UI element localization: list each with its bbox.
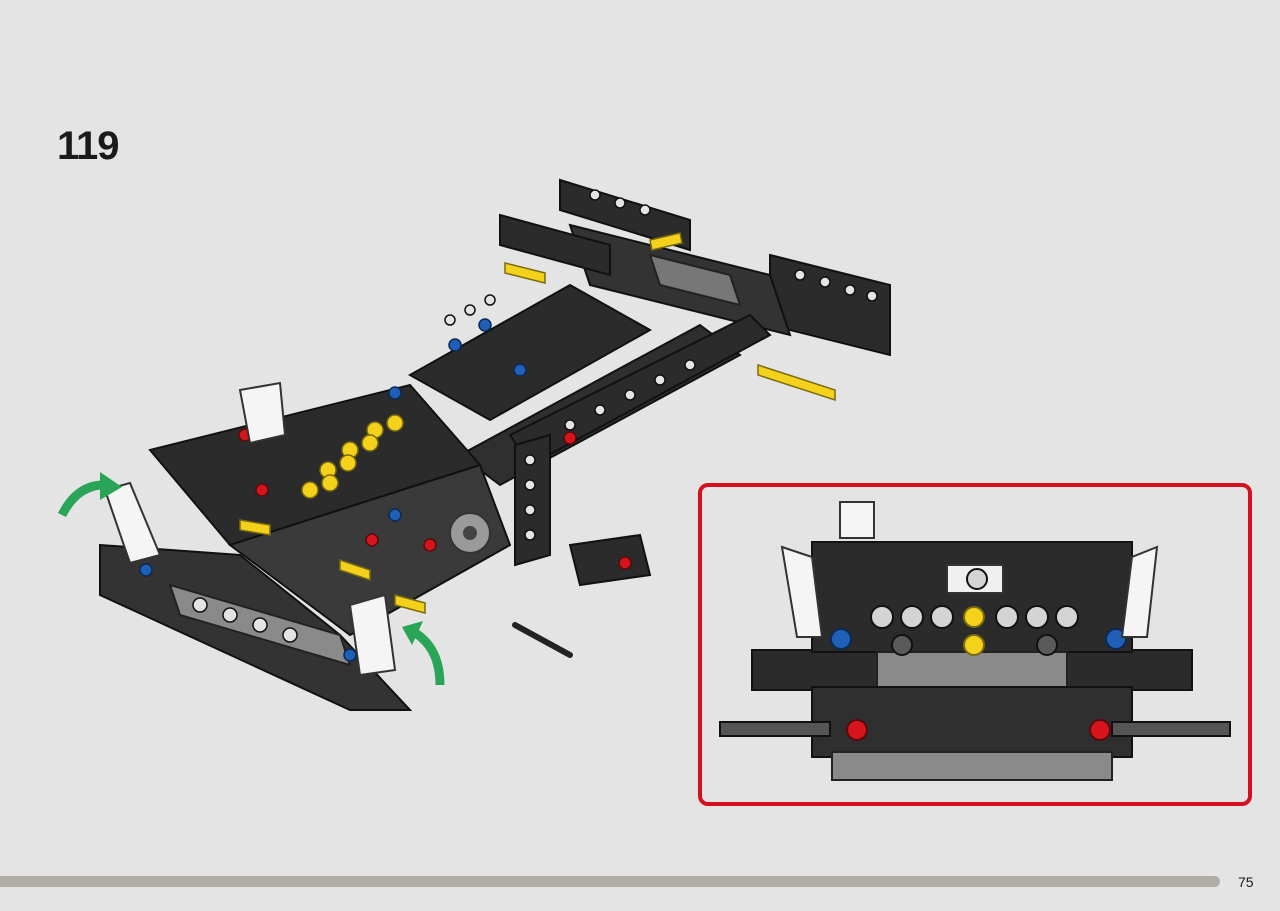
yellow-axles: [239, 232, 836, 614]
callout-white-side-parts: [780, 545, 1159, 638]
rotate-arrow-right-icon: [402, 621, 445, 686]
yellow-pins: [301, 414, 404, 499]
gear: [449, 512, 491, 554]
blue-pins: [139, 318, 527, 662]
red-pins: [238, 428, 632, 570]
step-number: 119: [57, 124, 120, 168]
callout-yellow-pin: [963, 606, 985, 656]
main-model-illustration: [57, 178, 891, 711]
rotate-arrow-left-icon: [57, 472, 122, 518]
detail-callout: [698, 483, 1252, 806]
callout-body: [719, 501, 1231, 781]
black-axle: [512, 622, 573, 658]
callout-dark-gray-pins: [891, 634, 1058, 656]
callout-beam-holes: [870, 568, 1079, 629]
beam-holes: [192, 189, 878, 643]
callout-blue-pins: [830, 628, 1127, 650]
progress-bar: [0, 876, 1220, 887]
callout-rear-view-illustration: [719, 501, 1231, 781]
white-parts: [103, 381, 397, 677]
page-number: 75: [1238, 874, 1254, 890]
callout-red-pins: [846, 719, 1111, 741]
